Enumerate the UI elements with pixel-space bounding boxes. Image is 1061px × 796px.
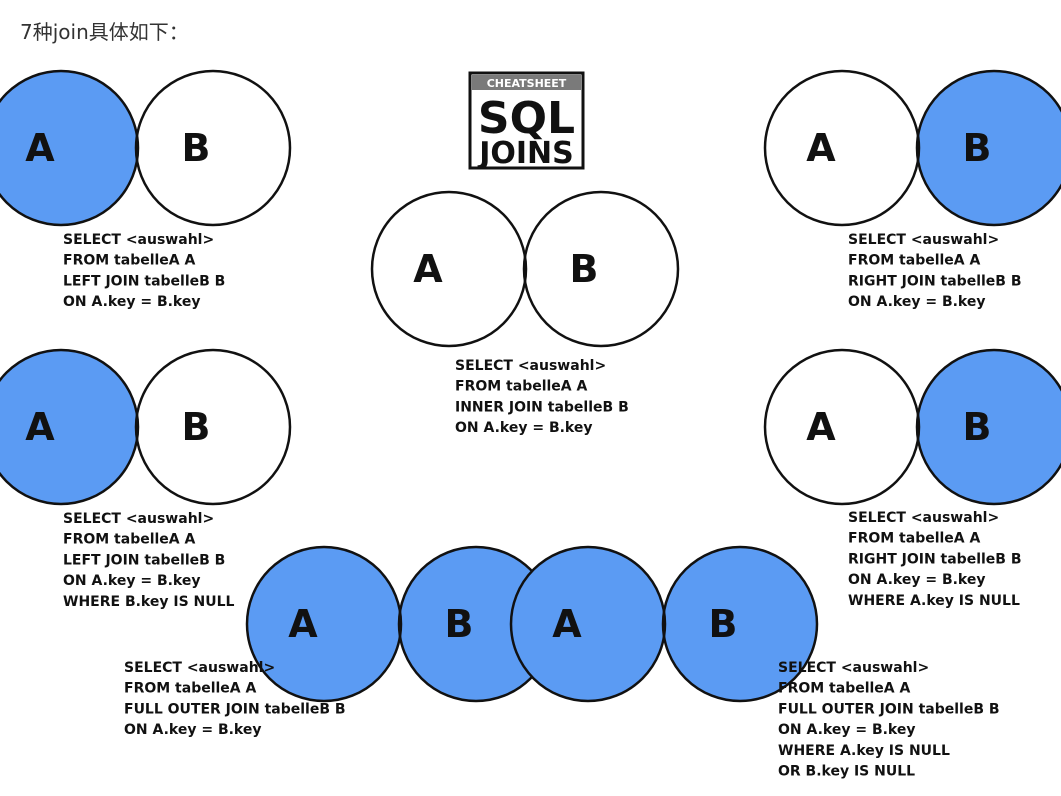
full-outer-excluding-join-sql-line: ON A.key = B.key [778,722,915,738]
full-outer-excluding-join-sql: SELECT <auswahl> FROM tabelleA A FULL OUTE… [778,660,1000,780]
right-join-circle-b [915,69,1061,227]
right-join-label-b: B [963,126,992,170]
inner-join-sql-line: INNER JOIN tabelleB B [455,399,629,415]
left-excluding-join-label-b: B [182,405,211,449]
inner-join-sql: SELECT <auswahl> FROM tabelleA A INNER JOI… [455,358,629,436]
full-outer-excluding-join-sql-line: OR B.key IS NULL [778,764,915,780]
inner-join-sql-line: SELECT <auswahl> [455,358,606,374]
right-join-sql-line: SELECT <auswahl> [848,232,999,248]
full-outer-excluding-join-fill [511,547,817,701]
left-excluding-join-sql-line: ON A.key = B.key [63,573,200,589]
inner-join-label-a: A [413,247,443,291]
right-excluding-join-sql-line: SELECT <auswahl> [848,510,999,526]
left-join-diagram: A B SELECT <auswahl> FROM tabelleA A LEFT JO… [0,69,292,310]
full-outer-excluding-join-sql-line: WHERE A.key IS NULL [778,743,950,759]
full-outer-excluding-join-label-a: A [552,602,582,646]
left-join-circle-b [134,69,292,227]
inner-join-circle-b [522,190,680,348]
badge-bottom-text: JOINS [477,136,574,171]
right-excluding-join-sql-line: RIGHT JOIN tabelleB B [848,551,1022,567]
badge-main-text: SQL [478,93,575,144]
left-excluding-join-circle-b [134,348,292,506]
right-excluding-join-label-a: A [806,405,836,449]
badge-top-text: CHEATSHEET [487,77,567,90]
right-join-fill [917,71,1061,225]
full-outer-excluding-join-sql-line: FROM tabelleA A [778,681,911,697]
left-join-fill [0,71,138,225]
right-excluding-join-sql: SELECT <auswahl> FROM tabelleA A RIGHT JOI… [848,510,1022,609]
full-outer-join-diagram: A B SELECT <auswahl> FROM tabelleA A FULL OU… [124,545,555,738]
left-join-label-a: A [25,126,55,170]
right-excluding-join-circle-b [915,348,1061,506]
left-excluding-join-diagram: A B SELECT <auswahl> FROM tabelleA A LEFT JO… [0,348,292,610]
full-outer-excluding-join-sql-line: FULL OUTER JOIN tabelleB B [778,701,1000,717]
cheatsheet-badge: CHEATSHEET SQL JOINS [468,71,585,171]
page-heading: 7种join具体如下： [20,20,189,44]
right-excluding-join-label-b: B [963,405,992,449]
left-join-sql: SELECT <auswahl> FROM tabelleA A LEFT JOIN… [63,232,225,310]
left-join-sql-line: SELECT <auswahl> [63,232,214,248]
left-excluding-join-sql-line: FROM tabelleA A [63,532,196,548]
left-join-sql-line: FROM tabelleA A [63,253,196,269]
right-join-sql-line: RIGHT JOIN tabelleB B [848,273,1022,289]
right-join-circle-a [763,69,921,227]
left-excluding-join-sql-line: SELECT <auswahl> [63,511,214,527]
full-outer-excluding-join-sql-line: SELECT <auswahl> [778,660,929,676]
full-outer-join-label-a: A [288,602,318,646]
left-join-label-b: B [182,126,211,170]
left-join-sql-line: ON A.key = B.key [63,294,200,310]
right-join-sql-line: FROM tabelleA A [848,253,981,269]
venn-layer: A B SELECT <auswahl> FROM tabelleA A LEFT JO… [0,69,1061,780]
full-outer-join-sql-line: SELECT <auswahl> [124,660,275,676]
left-excluding-join-sql-line: LEFT JOIN tabelleB B [63,552,225,568]
left-excluding-join-label-a: A [25,405,55,449]
inner-join-sql-line: ON A.key = B.key [455,420,592,436]
badge-band [472,75,581,90]
inner-join-label-b: B [570,247,599,291]
right-excluding-join-circle-a [763,348,921,506]
full-outer-join-sql-line: ON A.key = B.key [124,722,261,738]
full-outer-join-sql: SELECT <auswahl> FROM tabelleA A FULL OUTE… [124,660,346,738]
inner-join-circle-a [370,190,528,348]
full-outer-join-label-b: B [445,602,474,646]
left-join-circle-a [0,69,140,227]
full-outer-join-sql-line: FULL OUTER JOIN tabelleB B [124,701,346,717]
full-outer-join-fill [247,547,553,701]
left-excluding-join-sql-line: WHERE B.key IS NULL [63,594,235,610]
inner-join-sql-line: FROM tabelleA A [455,379,588,395]
right-join-sql-line: ON A.key = B.key [848,294,985,310]
right-excluding-join-sql-line: FROM tabelleA A [848,531,981,547]
full-outer-excluding-join-diagram: A B SELECT <auswahl> FROM tabelleA A FULL OU… [509,545,1000,780]
full-outer-excluding-join-circle-b [661,545,819,703]
right-join-diagram: A B SELECT <auswahl> FROM tabelleA A RIGHT J… [763,69,1061,310]
inner-join-diagram: A B SELECT <auswahl> FROM tabelleA A INNER J… [370,190,680,436]
right-join-sql: SELECT <auswahl> FROM tabelleA A RIGHT JOI… [848,232,1022,310]
full-outer-join-circle-a [245,545,403,703]
right-excluding-join-fill [917,350,1061,504]
full-outer-excluding-join-circle-a [509,545,667,703]
left-join-sql-line: LEFT JOIN tabelleB B [63,273,225,289]
left-excluding-join-fill [0,350,138,504]
right-excluding-join-sql-line: ON A.key = B.key [848,572,985,588]
right-excluding-join-sql-line: WHERE A.key IS NULL [848,593,1020,609]
left-excluding-join-circle-a [0,348,140,506]
right-excluding-join-diagram: A B SELECT <auswahl> FROM tabelleA A RIGHT J… [763,348,1061,609]
full-outer-join-sql-line: FROM tabelleA A [124,681,257,697]
full-outer-excluding-join-label-b: B [709,602,738,646]
right-join-label-a: A [806,126,836,170]
left-excluding-join-sql: SELECT <auswahl> FROM tabelleA A LEFT JOIN… [63,511,235,610]
